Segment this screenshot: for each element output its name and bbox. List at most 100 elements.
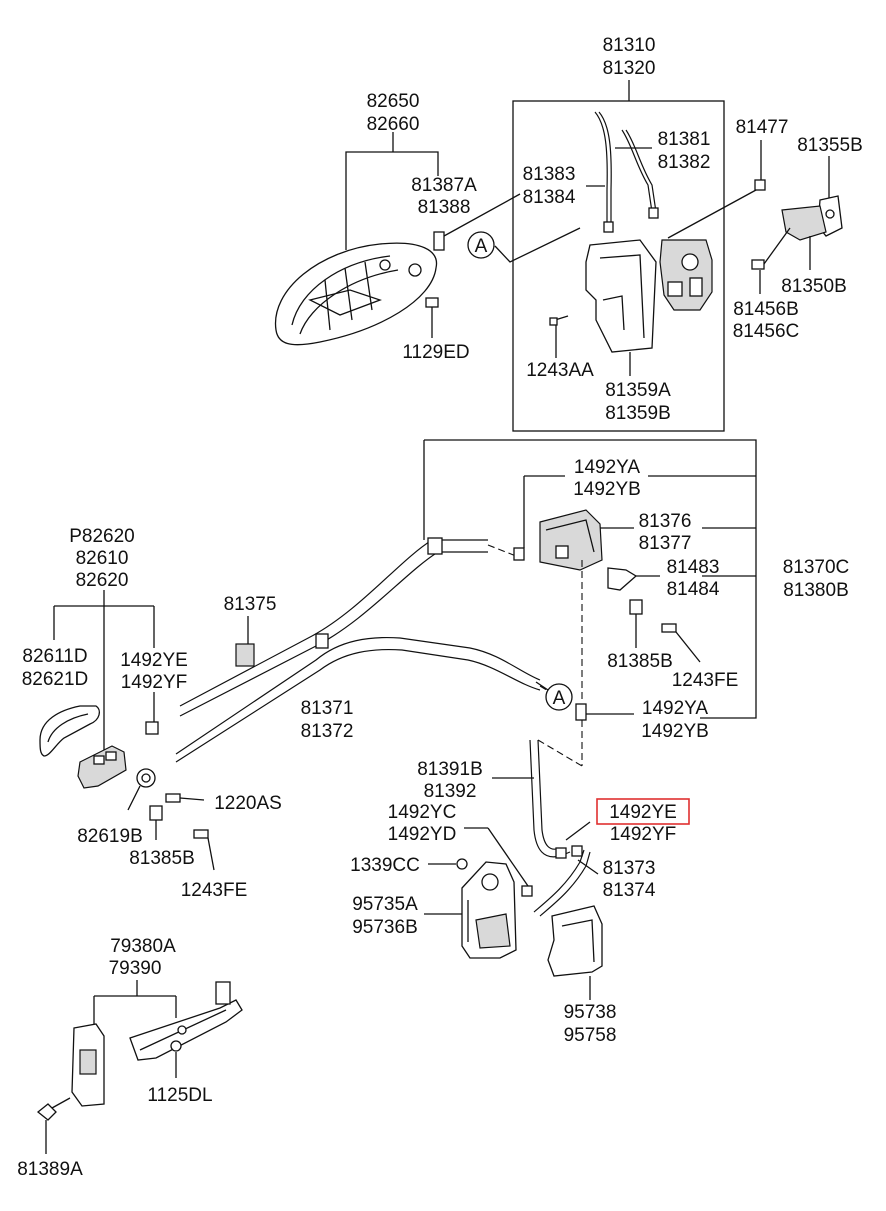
- label-82650[interactable]: 82650: [367, 91, 420, 112]
- label-1125DL[interactable]: 1125DL: [147, 1085, 212, 1106]
- part-labels: 81310 81320 82650 82660 81381 81382 8147…: [17, 35, 863, 1180]
- label-81484[interactable]: 81484: [667, 579, 720, 600]
- label-1492YE-left[interactable]: 1492YE: [120, 650, 188, 671]
- label-1492YD[interactable]: 1492YD: [388, 824, 457, 845]
- rod-clip-1492YA: [575, 703, 587, 721]
- label-1492YF-highlighted[interactable]: 1492YF: [610, 824, 677, 845]
- rod-81372: [175, 636, 541, 755]
- label-81392[interactable]: 81392: [424, 781, 477, 802]
- label-81387A[interactable]: 81387A: [411, 175, 477, 196]
- label-81359B[interactable]: 81359B: [605, 403, 671, 424]
- door-actuator: [539, 509, 603, 571]
- label-81359A[interactable]: 81359A: [605, 380, 671, 401]
- label-1243FE-left[interactable]: 1243FE: [181, 880, 248, 901]
- rod-81371: [179, 539, 488, 707]
- label-1492YA-mid[interactable]: 1492YA: [642, 698, 709, 719]
- clip-1492YC: [521, 885, 533, 897]
- label-82620[interactable]: 82620: [76, 570, 129, 591]
- label-82619B[interactable]: 82619B: [77, 826, 143, 847]
- highlight-box-1492YE[interactable]: [596, 798, 690, 825]
- label-1243FE-right[interactable]: 1243FE: [672, 670, 739, 691]
- label-95738[interactable]: 95738: [564, 1002, 617, 1023]
- bolt-81477: [754, 179, 766, 191]
- label-1492YE-highlighted[interactable]: 1492YE: [609, 802, 677, 823]
- label-81370C[interactable]: 81370C: [783, 557, 850, 578]
- label-81483[interactable]: 81483: [667, 557, 720, 578]
- label-79380A[interactable]: 79380A: [110, 936, 176, 957]
- rod-clip: [603, 221, 614, 233]
- label-81456B[interactable]: 81456B: [733, 299, 799, 320]
- label-1220AS[interactable]: 1220AS: [214, 793, 282, 814]
- label-95735A[interactable]: 95735A: [352, 894, 418, 915]
- label-95758[interactable]: 95758: [564, 1025, 617, 1046]
- label-81389A[interactable]: 81389A: [17, 1159, 83, 1180]
- screw-1243FE: [661, 623, 677, 633]
- bolt-81456B: [751, 259, 765, 270]
- label-81391B[interactable]: 81391B: [417, 759, 483, 780]
- label-81477[interactable]: 81477: [736, 117, 789, 138]
- label-81320[interactable]: 81320: [603, 58, 656, 79]
- door-checker-group: [36, 980, 243, 1154]
- latch-assembly-group: [494, 80, 725, 432]
- rod-81391B: [529, 739, 571, 858]
- label-82621D[interactable]: 82621D: [22, 669, 89, 690]
- label-1492YB-top[interactable]: 1492YB: [573, 479, 641, 500]
- label-1492YC[interactable]: 1492YC: [388, 802, 457, 823]
- label-95736B[interactable]: 95736B: [352, 917, 418, 938]
- nut-1339CC: [456, 858, 468, 870]
- label-1243AA[interactable]: 1243AA: [526, 360, 594, 381]
- label-81310[interactable]: 81310: [603, 35, 656, 56]
- label-81376[interactable]: 81376: [639, 511, 692, 532]
- label-81388[interactable]: 81388: [418, 197, 471, 218]
- label-81456C[interactable]: 81456C: [733, 321, 800, 342]
- outside-door-handle: [274, 242, 438, 346]
- rod-actuator-group: [145, 439, 757, 763]
- clip-1492YE-left: [145, 721, 159, 735]
- clip-81387A: [433, 231, 445, 251]
- label-1492YA-top[interactable]: 1492YA: [574, 457, 641, 478]
- inside-handle-group: [39, 590, 215, 871]
- label-1129ED[interactable]: 1129ED: [402, 342, 469, 363]
- label-81373[interactable]: 81373: [603, 858, 656, 879]
- label-81375[interactable]: 81375: [224, 594, 277, 615]
- bolt-1129ED: [425, 297, 439, 308]
- door-latch: [659, 239, 713, 311]
- screw-1220AS: [165, 793, 181, 803]
- label-81371[interactable]: 81371: [301, 698, 354, 719]
- rod-81381: [621, 129, 653, 213]
- callout-a-mid: [545, 683, 573, 711]
- bushing-81385B: [629, 599, 643, 615]
- label-81374[interactable]: 81374: [603, 880, 656, 901]
- bushing-81385B-left: [149, 805, 163, 821]
- handle-bezel: [77, 745, 127, 789]
- label-1339CC[interactable]: 1339CC: [350, 855, 420, 876]
- screw-1243AA: [549, 317, 558, 326]
- lower-latch-group: [424, 720, 603, 1000]
- label-81384[interactable]: 81384: [523, 187, 576, 208]
- callout-a-top-label: A: [475, 236, 488, 257]
- label-1492YB-mid[interactable]: 1492YB: [641, 721, 709, 742]
- callout-a-mid-label: A: [553, 688, 566, 709]
- outside-handle-group: [274, 132, 521, 346]
- latch-assembly-box: [512, 100, 725, 432]
- label-81381[interactable]: 81381: [658, 129, 711, 150]
- label-81383[interactable]: 81383: [523, 164, 576, 185]
- screw-1243FE-left: [193, 829, 209, 839]
- label-1492YF-left[interactable]: 1492YF: [121, 672, 188, 693]
- label-81382[interactable]: 81382: [658, 152, 711, 173]
- label-81377[interactable]: 81377: [639, 533, 692, 554]
- rod-81383: [594, 111, 608, 224]
- label-81385B-right[interactable]: 81385B: [607, 651, 673, 672]
- label-81372[interactable]: 81372: [301, 721, 354, 742]
- label-82610[interactable]: 82610: [76, 548, 129, 569]
- clip-81375: [235, 643, 255, 667]
- label-82660[interactable]: 82660: [367, 114, 420, 135]
- label-P82620[interactable]: P82620: [69, 526, 135, 547]
- label-81355B[interactable]: 81355B: [797, 135, 863, 156]
- label-81385B-left[interactable]: 81385B: [129, 848, 195, 869]
- label-82611D[interactable]: 82611D: [22, 646, 87, 667]
- label-81380B[interactable]: 81380B: [783, 580, 849, 601]
- label-79390[interactable]: 79390: [109, 958, 162, 979]
- label-81350B[interactable]: 81350B: [781, 276, 847, 297]
